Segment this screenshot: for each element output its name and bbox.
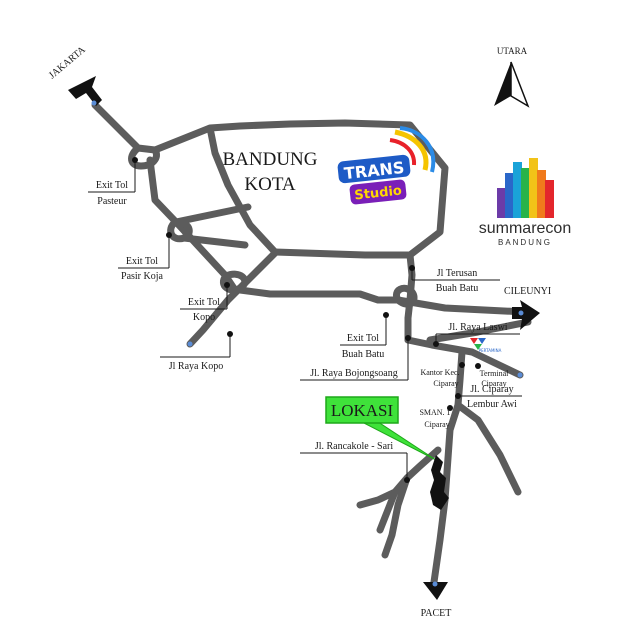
road-jakarta-toll <box>91 101 159 154</box>
cileunyi-arrow-icon <box>512 300 540 330</box>
terminal-line2: Ciparay <box>481 379 506 388</box>
road-jl-raya-kopo <box>186 248 280 348</box>
terusan-buah-batu-line2: Buah Batu <box>436 283 479 294</box>
pacet-label: PACET <box>421 608 452 619</box>
exit-pasir-koja-line2: Pasir Koja <box>121 271 164 282</box>
road-pasteur-interchange <box>128 144 160 170</box>
road-rancakole-sari <box>356 446 442 559</box>
jl-raya-kopo-label: Jl Raya Kopo <box>169 361 223 372</box>
road-jl-raya-laswi <box>404 336 524 379</box>
exit-pasteur-line2: Pasteur <box>97 196 127 207</box>
pertamina-icon: PERTAMINA <box>470 338 502 353</box>
summarecon-logo: summarecon BANDUNG <box>479 158 571 247</box>
exit-buah-batu-line2: Buah Batu <box>342 349 385 360</box>
terminal-line1: Terminal <box>480 369 510 378</box>
jl-rancakole-sari-label: Jl. Rancakole - Sari <box>315 441 394 452</box>
road-lembur-awi <box>454 401 522 496</box>
kopo-end-marker <box>187 341 193 347</box>
road-city-ring <box>151 119 449 259</box>
kantor-kec-line2: Ciparay <box>433 379 458 388</box>
exit-pasteur-line1: Exit Tol <box>96 180 128 191</box>
site-parcel <box>430 455 449 510</box>
jakarta-label: JAKARTA <box>47 44 88 81</box>
north-arrow-icon <box>494 61 530 108</box>
lokasi-label: LOKASI <box>331 401 394 420</box>
trans-studio-logo: TRANS Studio <box>337 126 436 205</box>
terusan-buah-batu-line1: Jl Terusan <box>437 268 478 279</box>
lokasi-callout: LOKASI <box>325 396 437 461</box>
sman-line1: SMAN. 1 <box>419 408 450 417</box>
exit-kopo-line2: Kopo <box>193 312 215 323</box>
pacet-arrow-icon <box>423 581 448 600</box>
road-south-toll <box>236 286 529 316</box>
kantor-kec-line1: Kantor Kec. <box>420 368 459 377</box>
laswi-end-marker <box>517 372 523 378</box>
city-label-line1: BANDUNG <box>223 149 318 170</box>
compass-label: UTARA <box>497 46 528 56</box>
exit-kopo-line1: Exit Tol <box>188 297 220 308</box>
trans-studio-bottom: Studio <box>354 184 403 204</box>
exit-pasir-koja-line1: Exit Tol <box>126 256 158 267</box>
road-cross-link <box>172 203 252 249</box>
jl-ciparay-line2: Lembur Awi <box>467 399 517 410</box>
jl-ciparay-line1: Jl. Ciparay <box>470 384 513 395</box>
exit-buah-batu-line1: Exit Tol <box>347 333 379 344</box>
pertamina-label: PERTAMINA <box>479 348 502 353</box>
summarecon-name: summarecon <box>479 220 571 237</box>
jl-raya-laswi-label: Jl. Raya Laswi <box>448 322 507 333</box>
jl-raya-bojongsoang-label: Jl. Raya Bojongsoang <box>310 368 398 379</box>
city-label-line2: KOTA <box>244 174 296 195</box>
sman-line2: Ciparay <box>424 420 449 429</box>
jakarta-arrow-icon <box>68 76 102 106</box>
label-leaders <box>88 157 522 483</box>
summarecon-city: BANDUNG <box>498 238 552 247</box>
road-laswi-east <box>426 318 532 344</box>
road-network <box>91 101 532 586</box>
cileunyi-label: CILEUNYI <box>504 286 551 297</box>
road-ciparay-south <box>430 348 466 586</box>
